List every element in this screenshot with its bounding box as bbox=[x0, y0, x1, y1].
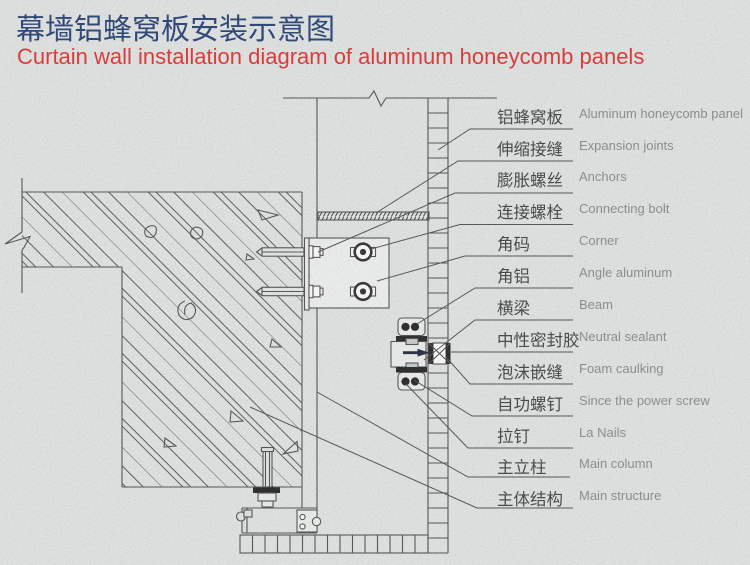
label-en: Beam bbox=[579, 296, 613, 312]
label-zh: 伸缩接缝 bbox=[497, 141, 563, 159]
anchor-bolt bbox=[255, 284, 324, 299]
label-en: Expansion joints bbox=[579, 137, 674, 153]
label-en: Main structure bbox=[579, 487, 662, 503]
anchor-bolt bbox=[255, 245, 324, 259]
honeycomb-panel-wall bbox=[427, 98, 449, 554]
label-zh: 横梁 bbox=[497, 300, 530, 318]
label-en: Angle aluminum bbox=[579, 264, 673, 280]
top-break-line bbox=[283, 89, 497, 108]
expansion-joint bbox=[317, 211, 430, 221]
label-en: Aluminum honeycomb panel bbox=[579, 105, 744, 121]
label-zh: 铝蜂窝板 bbox=[497, 109, 563, 127]
main-column-line bbox=[301, 98, 318, 532]
label-zh: 角铝 bbox=[497, 268, 530, 286]
label-zh: 主立柱 bbox=[497, 459, 547, 477]
leader-connecting-bolt bbox=[370, 224, 573, 250]
label-zh: 自功螺钉 bbox=[497, 396, 563, 414]
label-zh: 泡沫嵌缝 bbox=[497, 364, 563, 382]
beam-assembly bbox=[390, 317, 451, 391]
label-zh: 主体结构 bbox=[497, 491, 563, 509]
label-zh: 膨胀螺丝 bbox=[497, 172, 563, 190]
label-en: Anchors bbox=[579, 168, 627, 184]
label-zh: 拉钉 bbox=[497, 428, 530, 446]
label-en: Foam caulking bbox=[579, 360, 664, 376]
concrete-structure bbox=[4, 178, 303, 488]
label-en: Main column bbox=[579, 455, 653, 471]
label-en: La Nails bbox=[579, 424, 626, 440]
floor-slab bbox=[239, 534, 429, 554]
page-title-english: Curtain wall installation diagram of alu… bbox=[17, 44, 645, 69]
page-title-chinese: 幕墙铝蜂窝板安装示意图 bbox=[16, 14, 336, 46]
label-zh: 角码 bbox=[497, 236, 530, 254]
label-zh: 中性密封胶 bbox=[497, 332, 580, 350]
leader-corner bbox=[376, 255, 573, 282]
label-zh: 连接螺栓 bbox=[497, 204, 563, 222]
label-en: Connecting bolt bbox=[579, 200, 670, 216]
label-en: Since the power screw bbox=[579, 392, 710, 408]
label-en: Neutral sealant bbox=[579, 328, 667, 344]
label-en: Corner bbox=[579, 232, 619, 248]
